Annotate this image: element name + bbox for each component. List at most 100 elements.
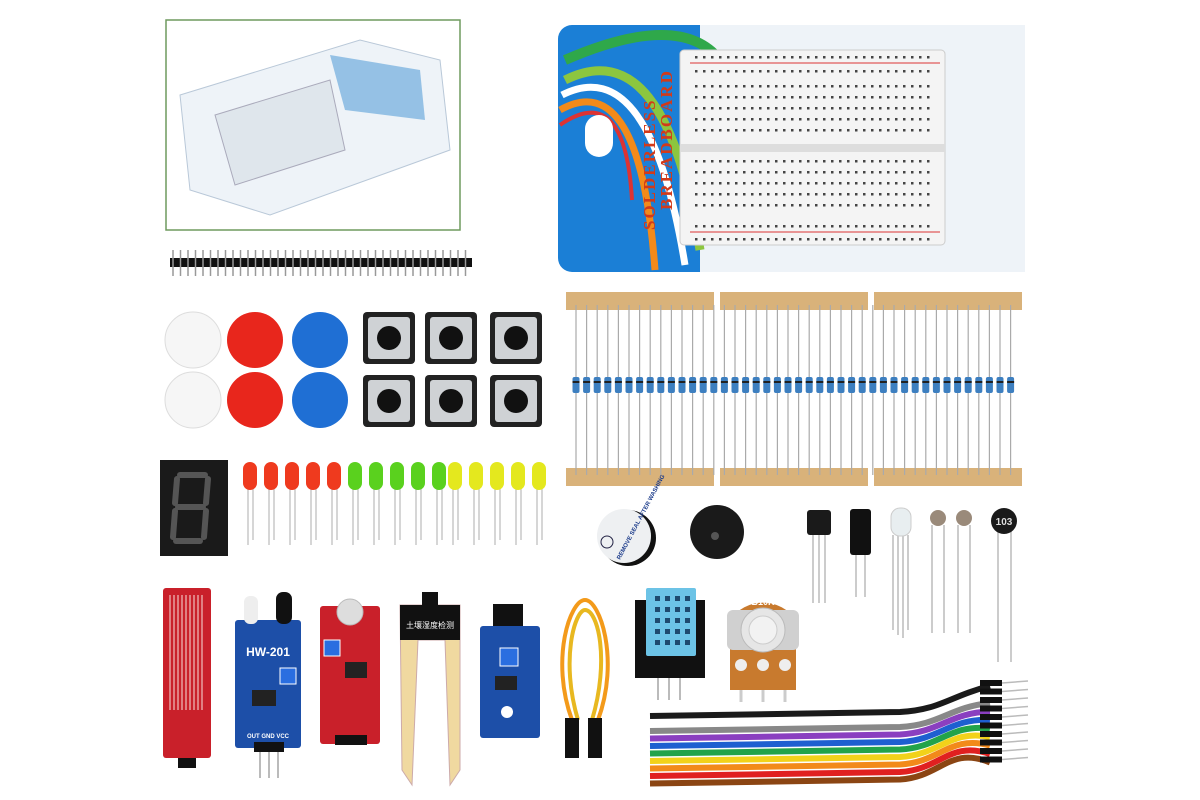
resistor-tape: [566, 292, 1022, 486]
breadboard-hole: [887, 107, 890, 110]
breadboard-hole: [751, 182, 754, 185]
resistor-body: [710, 377, 718, 393]
breadboard-hole: [751, 225, 754, 228]
dht-vent: [665, 629, 670, 634]
resistor-body: [848, 377, 856, 393]
photoresistor: [956, 510, 972, 526]
ribbon-wire: [649, 732, 991, 764]
resistor-band: [667, 381, 675, 383]
breadboard-hole: [895, 129, 898, 132]
breadboard-hole: [807, 85, 810, 88]
breadboard-label-2: BREADBOARD: [657, 69, 676, 210]
breadboard-hole: [895, 225, 898, 228]
breadboard-hole: [711, 160, 714, 163]
white-cap: [164, 311, 222, 369]
breadboard-hole: [775, 182, 778, 185]
breadboard-hole: [855, 160, 858, 163]
button-caps: [164, 311, 348, 429]
breadboard-hole: [735, 204, 738, 207]
switch-button: [504, 389, 528, 413]
breadboard-hole: [847, 96, 850, 99]
breadboard-hole: [711, 171, 714, 174]
led-body: [411, 462, 425, 490]
ribbon-wire: [649, 739, 991, 772]
ribbon-wire: [649, 747, 991, 779]
breadboard-hole: [799, 56, 802, 59]
breadboard-hole: [855, 225, 858, 228]
tilt-switch: [850, 509, 871, 555]
breadboard-hole: [823, 118, 826, 121]
breadboard-hole: [911, 85, 914, 88]
breadboard-hole: [807, 70, 810, 73]
breadboard-hole: [791, 129, 794, 132]
breadboard-hole: [911, 107, 914, 110]
breadboard-hole: [823, 160, 826, 163]
breadboard-hole: [695, 129, 698, 132]
breadboard-hole: [695, 204, 698, 207]
resistor-body: [657, 377, 665, 393]
breadboard-hole: [839, 85, 842, 88]
breadboard-hole: [847, 85, 850, 88]
breadboard-hole: [807, 118, 810, 121]
breadboard-hole: [719, 96, 722, 99]
breadboard-hole: [855, 118, 858, 121]
resistor-band: [996, 381, 1004, 383]
breadboard-hole: [711, 70, 714, 73]
breadboard-hole: [799, 96, 802, 99]
resistor-body: [742, 377, 750, 393]
water-level-sensor: [163, 588, 211, 768]
breadboard-hole: [703, 225, 706, 228]
led: [411, 462, 425, 545]
breadboard-hole: [727, 118, 730, 121]
resistor-band: [593, 381, 601, 383]
breadboard-hole: [815, 182, 818, 185]
dht-vent: [665, 596, 670, 601]
breadboard-hole: [879, 70, 882, 73]
breadboard-hole: [767, 238, 770, 241]
breadboard-hole: [879, 160, 882, 163]
resistor-body: [752, 377, 760, 393]
breadboard-hole: [735, 182, 738, 185]
breadboard-hole: [863, 238, 866, 241]
resistor-body: [869, 377, 877, 393]
dht-vent: [665, 607, 670, 612]
resistor-band: [742, 381, 750, 383]
breadboard-hole: [863, 225, 866, 228]
breadboard-hole: [911, 129, 914, 132]
breadboard-hole: [911, 56, 914, 59]
breadboard-hole: [919, 56, 922, 59]
breadboard-hole: [847, 118, 850, 121]
soil-sensor-label: 土壤湿度检测: [406, 620, 454, 630]
breadboard-hole: [927, 193, 930, 196]
breadboard-hole: [711, 107, 714, 110]
resistor-band: [583, 381, 591, 383]
breadboard-hole: [799, 182, 802, 185]
breadboard-hole: [751, 70, 754, 73]
breadboard-hole: [775, 56, 778, 59]
breadboard-hole: [895, 107, 898, 110]
breadboard-hole: [735, 160, 738, 163]
breadboard-hole: [815, 107, 818, 110]
led-body: [285, 462, 299, 490]
resistor-body: [773, 377, 781, 393]
ribbon-pin: [1001, 739, 1029, 744]
breadboard-hole: [855, 96, 858, 99]
breadboard-hole: [695, 118, 698, 121]
breadboard-hole: [815, 204, 818, 207]
breadboard-hole: [783, 56, 786, 59]
breadboard-hole: [879, 107, 882, 110]
breadboard-hole: [783, 238, 786, 241]
breadboard-hole: [727, 182, 730, 185]
resistor-body: [890, 377, 898, 393]
breadboard-hole: [791, 96, 794, 99]
breadboard-hole: [807, 107, 810, 110]
breadboard-hole: [903, 107, 906, 110]
led: [490, 462, 504, 545]
active-buzzer: REMOVE SEAL AFTER WASHING: [597, 474, 667, 566]
resistor-body: [614, 377, 622, 393]
resistor-band: [848, 381, 856, 383]
breadboard-hole: [775, 193, 778, 196]
hang-hole: [585, 115, 613, 157]
breadboard-hole: [783, 70, 786, 73]
breadboard-hole: [767, 56, 770, 59]
